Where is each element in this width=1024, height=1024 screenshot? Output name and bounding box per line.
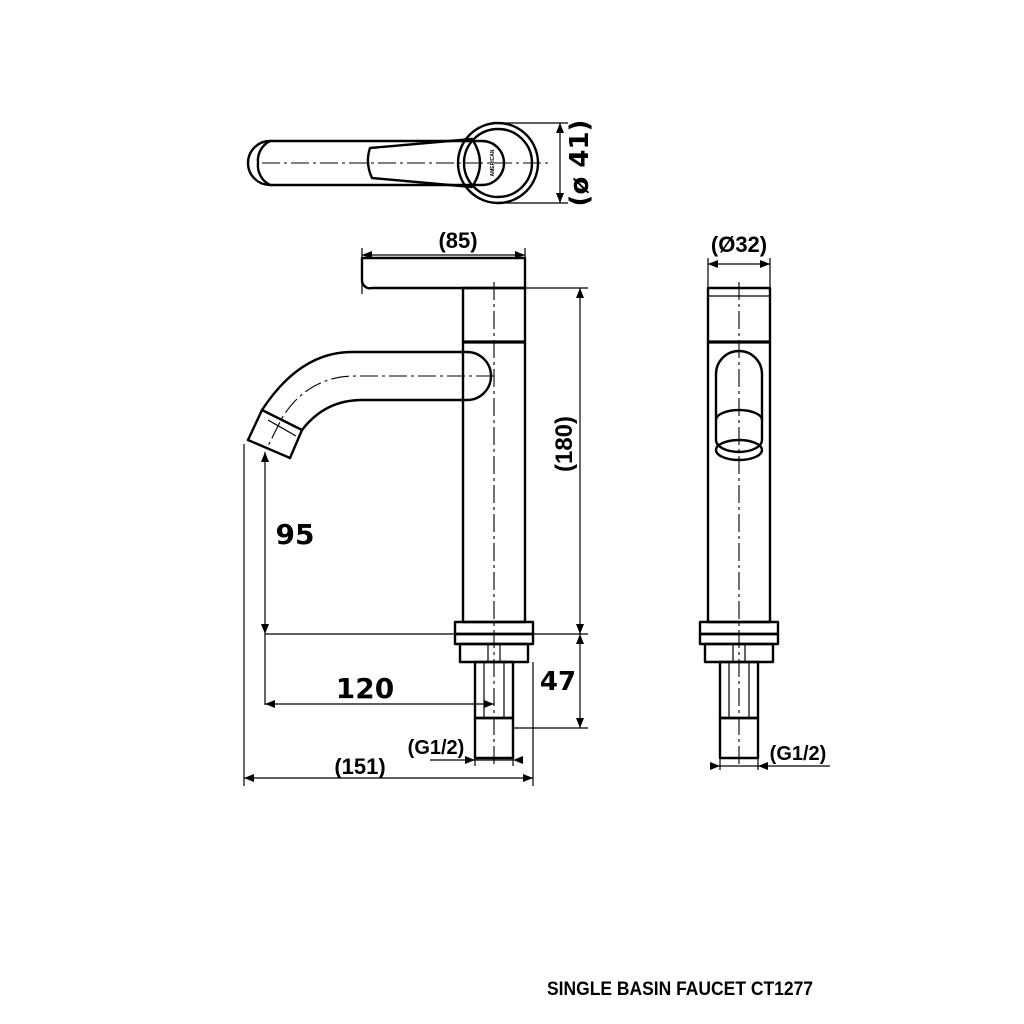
spout-reach-label: 120 bbox=[336, 672, 394, 705]
shank-length-label: 47 bbox=[540, 667, 576, 697]
drawing-title: SINGLE BASIN FAUCET CT1277 bbox=[547, 979, 813, 1000]
thread-front-label: (G1/2) bbox=[408, 737, 465, 759]
overall-width-label: (151) bbox=[334, 754, 385, 779]
top-diameter-label: (ø 41) bbox=[565, 120, 595, 207]
side-diameter-label: (Ø32) bbox=[711, 232, 767, 257]
total-height-label: (180) bbox=[551, 416, 578, 472]
handle-length-label: (85) bbox=[438, 228, 477, 253]
side-view: (Ø32) (G1/2) bbox=[698, 232, 830, 770]
brand-logo: AMERICAN bbox=[490, 149, 496, 176]
thread-side-label: (G1/2) bbox=[770, 743, 827, 765]
front-view: (85) (180) 47 95 120 (151) bbox=[243, 228, 588, 786]
top-view: AMERICAN (ø 41) bbox=[246, 120, 595, 207]
spout-clearance-label: 95 bbox=[276, 518, 315, 551]
